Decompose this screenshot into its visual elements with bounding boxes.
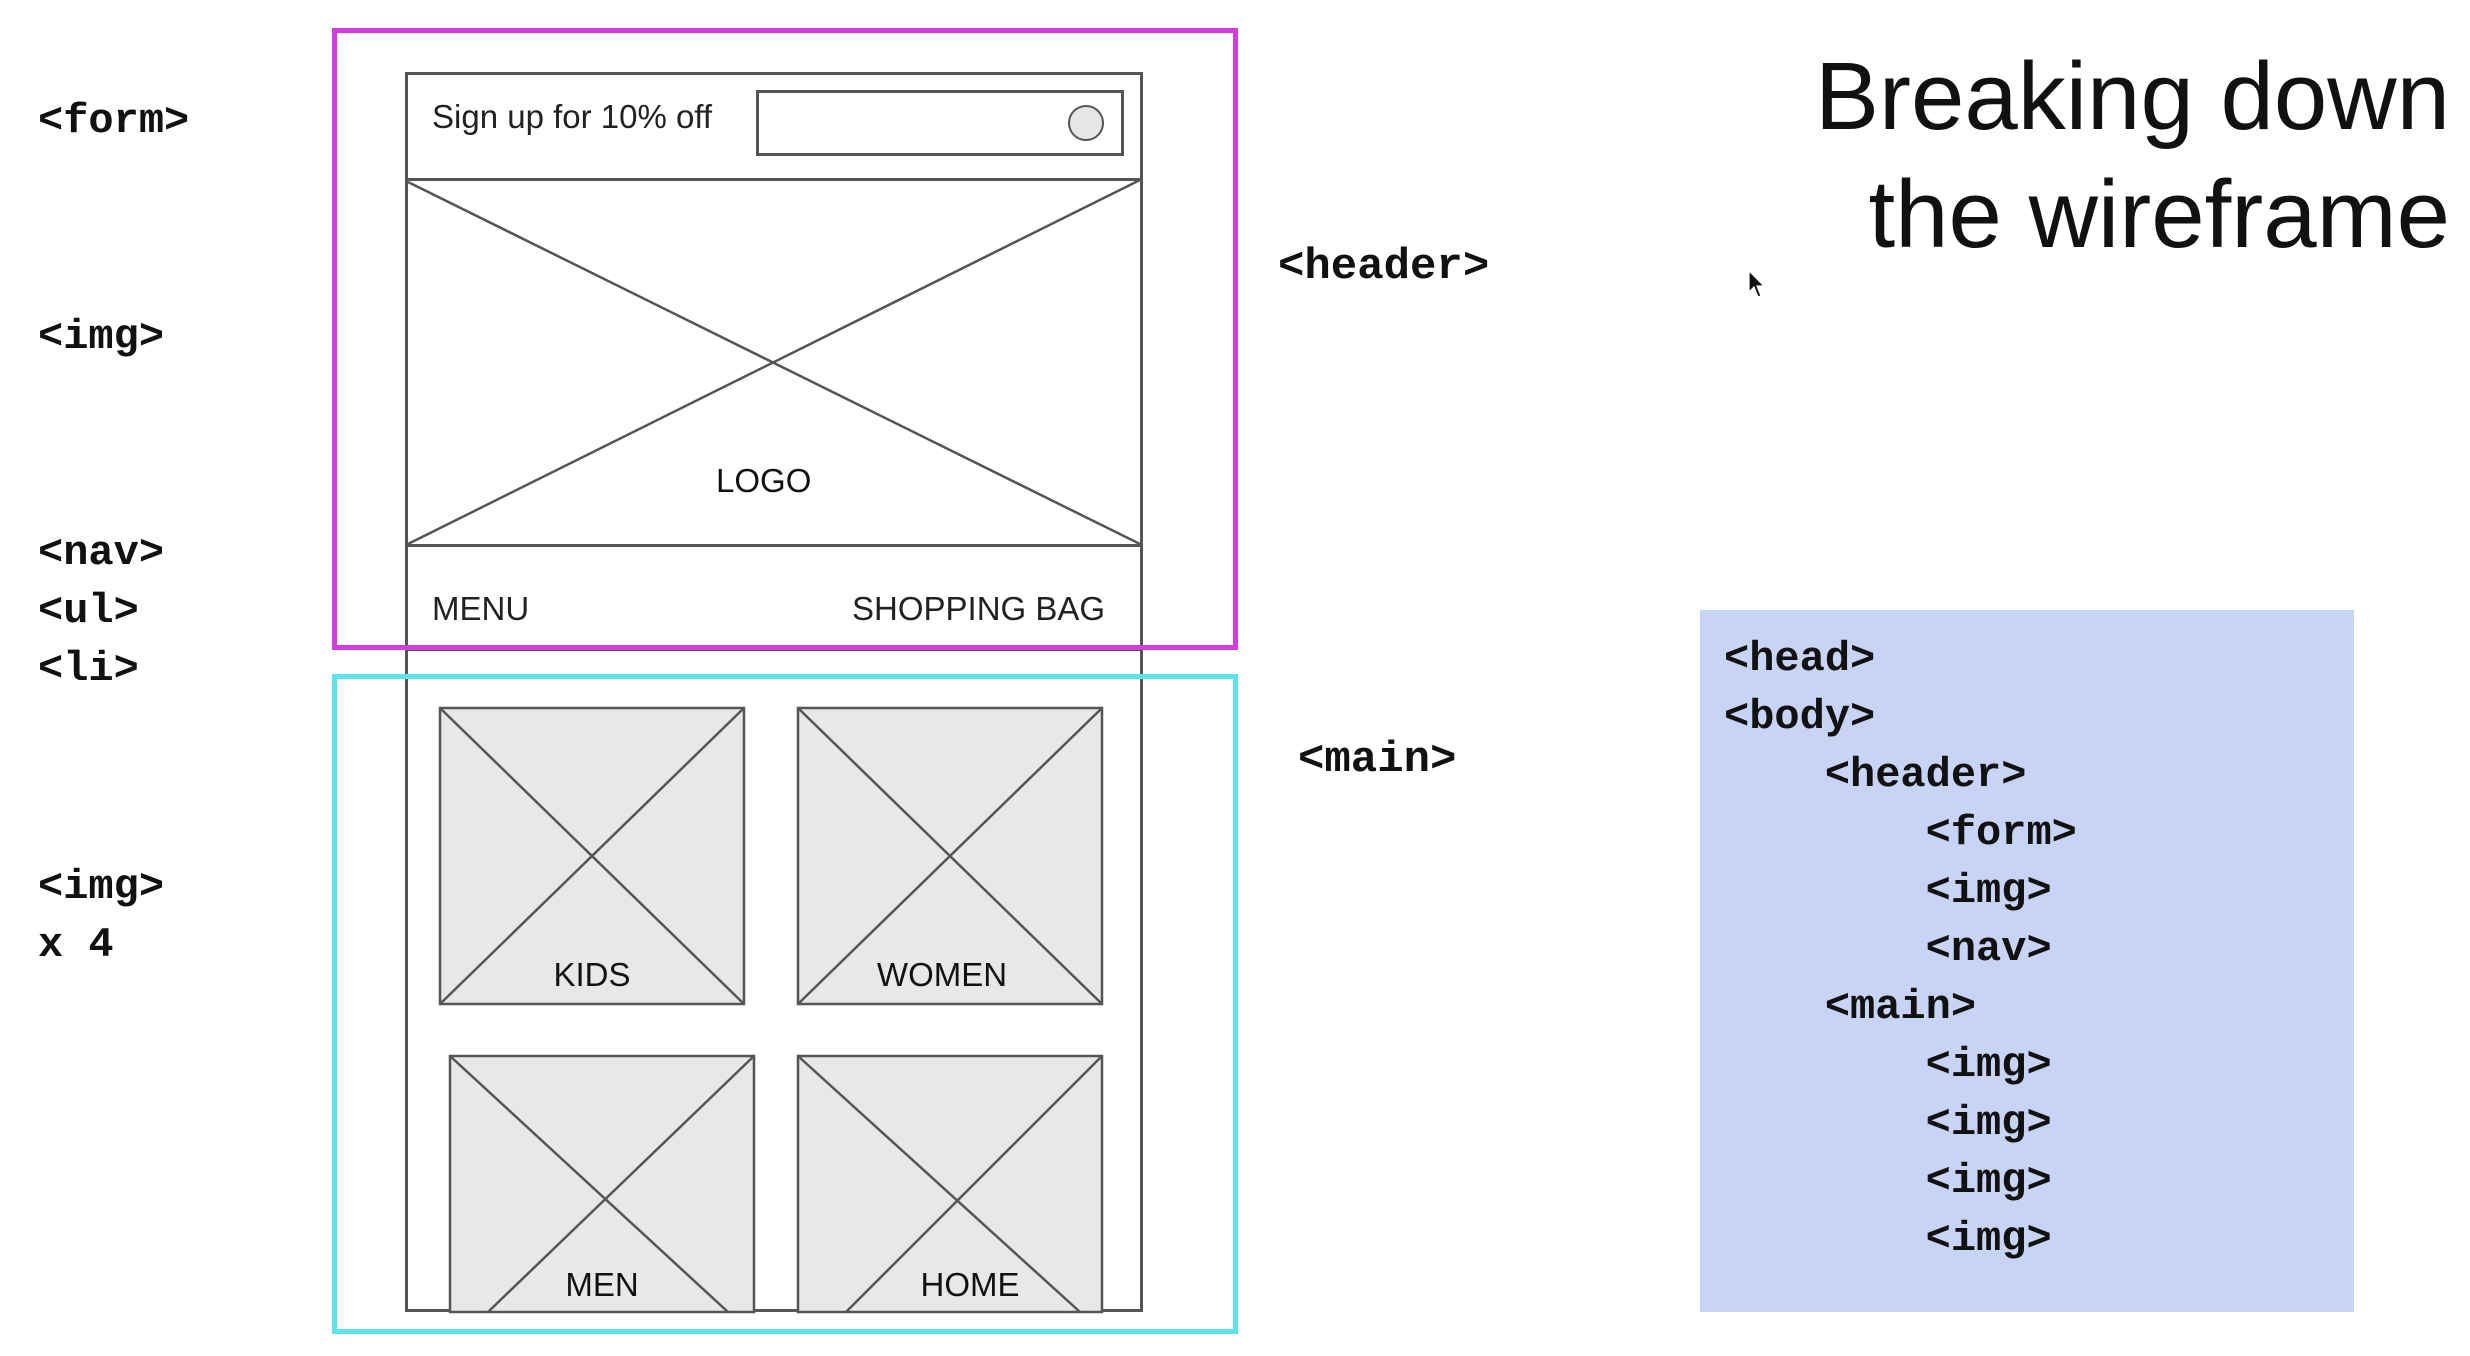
logo-label: LOGO: [716, 462, 812, 499]
hero-image-placeholder-icon: [407, 178, 1141, 546]
tile-women-image-icon: [796, 706, 1104, 1006]
header-highlight-box: [332, 28, 1238, 650]
nav-divider: [405, 544, 1143, 547]
form-divider: [405, 178, 1143, 181]
tile-label-home: HOME: [920, 1266, 1020, 1303]
code-line-body: <body>: [1724, 693, 1876, 741]
main-tag-label: <main>: [1298, 735, 1457, 785]
submit-circle-icon: [1068, 105, 1104, 141]
slide-title: Breaking down the wireframe: [1815, 38, 2450, 274]
tile-label-women: WOMEN: [876, 956, 1008, 993]
left-tag-count: x 4: [38, 921, 114, 969]
tile-label-kids: KIDS: [553, 956, 631, 993]
signup-email-field: [756, 90, 1124, 156]
left-tag-img: <img>: [38, 313, 165, 361]
code-line-img-1: <img>: [1724, 1041, 2052, 1089]
nav-shopping-bag-label: SHOPPING BAG: [852, 590, 1106, 627]
title-line-1: Breaking down: [1814, 43, 2450, 150]
code-line-main: <main>: [1724, 983, 1977, 1031]
main-highlight-box: [332, 674, 1238, 1334]
nav-menu-label: MENU: [432, 590, 530, 627]
tile-men-image-icon: [448, 1054, 756, 1314]
code-line-header: <header>: [1724, 751, 2027, 799]
left-tag-img-tiles: <img>: [38, 863, 165, 911]
code-line-img-2: <img>: [1724, 1099, 2052, 1147]
mouse-cursor-icon: [1748, 270, 1766, 298]
code-outline-panel: <head> <body> <header> <form> <img> <nav…: [1700, 610, 2354, 1312]
left-tag-li: <li>: [38, 645, 139, 693]
signup-label: Sign up for 10% off: [432, 98, 713, 135]
tile-kids-image-icon: [438, 706, 746, 1006]
code-line-img-4: <img>: [1724, 1215, 2052, 1263]
code-line-img-3: <img>: [1724, 1157, 2052, 1205]
code-line-img-header: <img>: [1724, 867, 2052, 915]
tile-label-men: MEN: [565, 1266, 639, 1303]
wireframe-page: [405, 72, 1143, 1312]
left-tag-nav: <nav>: [38, 529, 165, 577]
code-line-head: <head>: [1724, 635, 1876, 683]
code-line-form: <form>: [1724, 809, 2077, 857]
tile-home-image-icon: [796, 1054, 1104, 1314]
left-tag-form: <form>: [38, 97, 190, 145]
left-tag-ul: <ul>: [38, 587, 139, 635]
title-line-2: the wireframe: [1868, 161, 2450, 268]
header-tag-label: <header>: [1278, 242, 1490, 292]
code-line-nav: <nav>: [1724, 925, 2052, 973]
